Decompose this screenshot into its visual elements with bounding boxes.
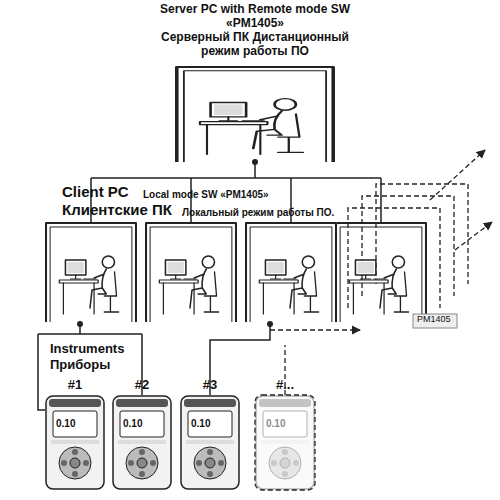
- group-heading: Instruments: [50, 342, 124, 356]
- connection-dot: [252, 159, 258, 165]
- instrument-device: [46, 396, 104, 489]
- connection-dot: [267, 321, 273, 327]
- client-booth: [336, 223, 426, 322]
- instrument-number: #...: [255, 378, 315, 392]
- booth-backdrop: [245, 222, 337, 322]
- instrument-device: [256, 396, 314, 489]
- group-subheading: Локальный режим работы ПО.: [182, 207, 334, 218]
- extra-client-booths: [348, 150, 492, 308]
- instrument-device: [181, 396, 239, 489]
- tag-box: [413, 314, 457, 328]
- heading: Server PC with Remote mode SW «PM1405»: [150, 2, 360, 30]
- heading: Серверный ПК Дистанционный режим работы …: [150, 30, 360, 58]
- instrument-device: [113, 396, 171, 489]
- instrument-outline: [255, 395, 315, 490]
- group-heading: Клиентские ПК: [62, 202, 172, 219]
- group-heading: Приборы: [50, 358, 110, 372]
- group-heading: Client PC: [62, 184, 129, 201]
- display-reading: 0.10: [123, 418, 142, 429]
- instrument: #2: [112, 378, 172, 492]
- instrument: #1: [45, 378, 105, 492]
- display-reading: 0.10: [56, 418, 75, 429]
- client-booth: [246, 223, 336, 322]
- client-booth: [146, 223, 236, 322]
- instrument-number: #2: [112, 378, 172, 392]
- connection-dot: [77, 321, 83, 327]
- server-booth: [177, 67, 333, 162]
- instrument-number: #3: [180, 378, 240, 392]
- client-booth: [46, 223, 136, 322]
- model-tag: PM1405: [417, 315, 451, 325]
- instrument: #...: [255, 378, 315, 492]
- instrument: #3: [180, 378, 240, 492]
- display-reading: 0.10: [191, 418, 210, 429]
- display-reading: 0.10: [266, 418, 285, 429]
- server-pc: Server PC with Remote mode SW «PM1405»Се…: [150, 2, 360, 64]
- group-subheading: Local mode SW «PM1405»: [143, 189, 269, 200]
- instrument-number: #1: [45, 378, 105, 392]
